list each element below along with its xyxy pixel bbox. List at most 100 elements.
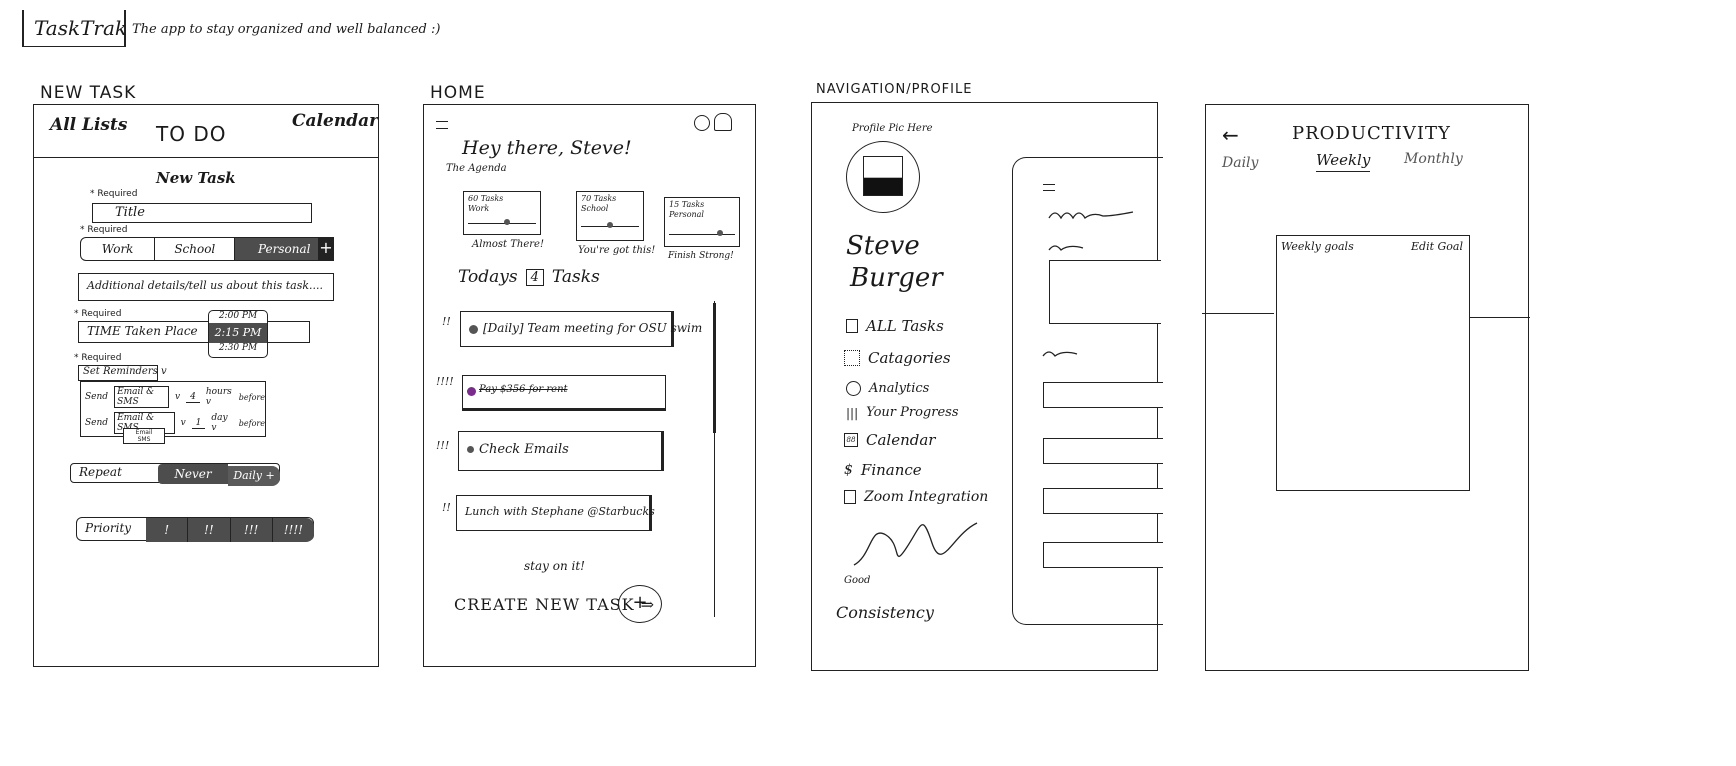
today-count: 4: [525, 268, 544, 286]
add-category-button[interactable]: +: [318, 237, 334, 261]
hamburger-menu-icon[interactable]: [436, 121, 448, 129]
nav-label: Your Progress: [866, 405, 959, 420]
task-item[interactable]: Pay $356 for rent: [462, 375, 666, 411]
agenda-label: The Agenda: [446, 163, 507, 174]
task-item[interactable]: Check Emails: [458, 431, 664, 471]
today-prefix: Todays: [458, 267, 518, 287]
reminder-when[interactable]: before: [238, 418, 265, 428]
progress-marker: [504, 219, 510, 225]
set-reminders-dropdown[interactable]: Set Reminders v: [78, 365, 167, 381]
consistency-graph: [853, 522, 978, 566]
create-new-task-label[interactable]: CREATE NEW TASK ⇒: [454, 595, 656, 614]
repeat-daily-option[interactable]: Daily +: [228, 466, 280, 486]
greeting: Hey there, Steve!: [462, 137, 632, 159]
repeat-never-option[interactable]: Never: [158, 464, 228, 484]
nav-zoom[interactable]: Zoom Integration: [844, 489, 988, 505]
nav-label: Catagories: [868, 349, 951, 367]
agenda-card-school[interactable]: 70 Tasks School: [576, 191, 644, 241]
card-caption: Almost There!: [472, 239, 544, 250]
reminder-when[interactable]: before: [238, 392, 265, 402]
task-item[interactable]: Lunch with Stephane @Starbucks: [456, 495, 655, 531]
nav-progress[interactable]: ||| Your Progress: [846, 405, 959, 420]
screen-label-profile: NAVIGATION/PROFILE: [816, 82, 973, 97]
required-note: * Required: [90, 189, 138, 199]
time-option-selected[interactable]: 2:15 PM: [209, 323, 267, 343]
details-input[interactable]: Additional details/tell us about this ta…: [78, 273, 334, 301]
reminders-group: Send Email & SMS v 4 hours v before Send…: [80, 381, 266, 444]
image-placeholder-icon: [863, 156, 903, 196]
all-lists-link[interactable]: All Lists: [50, 115, 128, 135]
scribble: [1048, 211, 1134, 220]
screen-label-home: HOME: [430, 83, 486, 103]
task-item[interactable]: [Daily] Team meeting for OSU swim: [460, 311, 702, 347]
add-task-button[interactable]: +: [618, 585, 662, 623]
edit-goal-button[interactable]: Edit Goal: [1411, 240, 1463, 253]
productivity-title: PRODUCTIVITY: [1292, 123, 1451, 144]
scroll-track[interactable]: [714, 301, 715, 617]
repeat-label: Repeat: [79, 465, 122, 479]
task-text: Lunch with Stephane @Starbucks: [465, 505, 655, 518]
search-icon[interactable]: [694, 115, 710, 131]
time-label: TIME Taken Place: [87, 324, 198, 338]
required-note: * Required: [74, 353, 122, 363]
category-work[interactable]: Work: [81, 238, 156, 260]
task-complete-toggle[interactable]: [467, 387, 476, 396]
back-arrow-icon[interactable]: ←: [1222, 123, 1239, 147]
category-personal[interactable]: Personal: [235, 238, 333, 260]
reminder-amount[interactable]: 1: [191, 418, 206, 429]
agenda-card-work[interactable]: 60 Tasks Work: [463, 191, 541, 235]
tab-monthly[interactable]: Monthly: [1404, 151, 1463, 167]
nav-all-tasks[interactable]: ALL Tasks: [846, 317, 944, 335]
category-selector: Work School Personal: [80, 237, 334, 261]
profile-screen: Profile Pic Here Steve Burger ALL Tasks …: [811, 102, 1163, 671]
header-divider: [34, 157, 378, 158]
notification-bell-icon[interactable]: [714, 113, 732, 131]
reminder-channel-caret[interactable]: v: [175, 392, 181, 402]
time-field[interactable]: TIME Taken Place: [78, 321, 310, 343]
channel-option-email[interactable]: Email: [135, 429, 153, 436]
title-input[interactable]: Title: [92, 203, 312, 223]
agenda-card-personal[interactable]: 15 Tasks Personal: [664, 197, 740, 247]
profile-avatar[interactable]: [846, 141, 920, 213]
productivity-screen: ← PRODUCTIVITY Daily Weekly Monthly Week…: [1202, 104, 1530, 671]
new-task-heading: New Task: [156, 169, 236, 187]
reminder-unit[interactable]: day v: [211, 413, 228, 433]
reminder-channel-select[interactable]: Email & SMS: [114, 386, 169, 408]
reminder-unit[interactable]: hours v: [205, 387, 232, 407]
task-complete-toggle[interactable]: [467, 446, 474, 453]
tab-daily[interactable]: Daily: [1222, 155, 1259, 171]
time-option[interactable]: 2:00 PM: [218, 311, 258, 321]
nav-calendar[interactable]: 88 Calendar: [844, 431, 935, 449]
nav-finance[interactable]: $ Finance: [844, 461, 922, 479]
pie-chart-icon: [846, 381, 861, 396]
required-note: * Required: [80, 225, 128, 235]
task-complete-toggle[interactable]: [469, 325, 478, 334]
bar-chart-icon: |||: [846, 405, 859, 420]
scroll-thumb[interactable]: [713, 303, 716, 433]
bookmark-icon: [846, 319, 858, 333]
todo-title: TO DO: [156, 122, 227, 146]
channel-option-sms[interactable]: SMS: [137, 436, 151, 443]
today-header: Todays 4 Tasks: [458, 267, 600, 287]
reminder-channel-menu[interactable]: Email SMS: [123, 428, 165, 444]
nav-categories[interactable]: Catagories: [844, 349, 951, 367]
profile-pic-note: Profile Pic Here: [852, 123, 933, 134]
progress-marker: [607, 222, 613, 228]
tab-weekly[interactable]: Weekly: [1316, 151, 1371, 172]
category-school[interactable]: School: [155, 238, 236, 260]
profile-last-name: Burger: [850, 263, 943, 293]
priority-4-option[interactable]: !!!!: [272, 518, 314, 542]
reminder-row: Send Email & SMS v 4 hours v before: [85, 386, 265, 408]
priority-1-option[interactable]: !: [146, 518, 189, 542]
time-picker[interactable]: 2:00 PM 2:15 PM 2:30 PM: [208, 310, 268, 358]
priority-2-option[interactable]: !!: [188, 518, 231, 542]
reminder-amount[interactable]: 4: [186, 392, 200, 403]
calendar-link[interactable]: Calendar: [292, 111, 379, 131]
nav-label: Zoom Integration: [864, 489, 989, 505]
reminder-send-label: Send: [85, 418, 109, 428]
card-title: 70 Tasks School: [581, 194, 617, 213]
priority-3-option[interactable]: !!!: [230, 518, 273, 542]
nav-analytics[interactable]: Analytics: [846, 381, 929, 396]
reminder-channel-caret[interactable]: v: [180, 418, 186, 428]
time-option[interactable]: 2:30 PM: [218, 343, 258, 353]
